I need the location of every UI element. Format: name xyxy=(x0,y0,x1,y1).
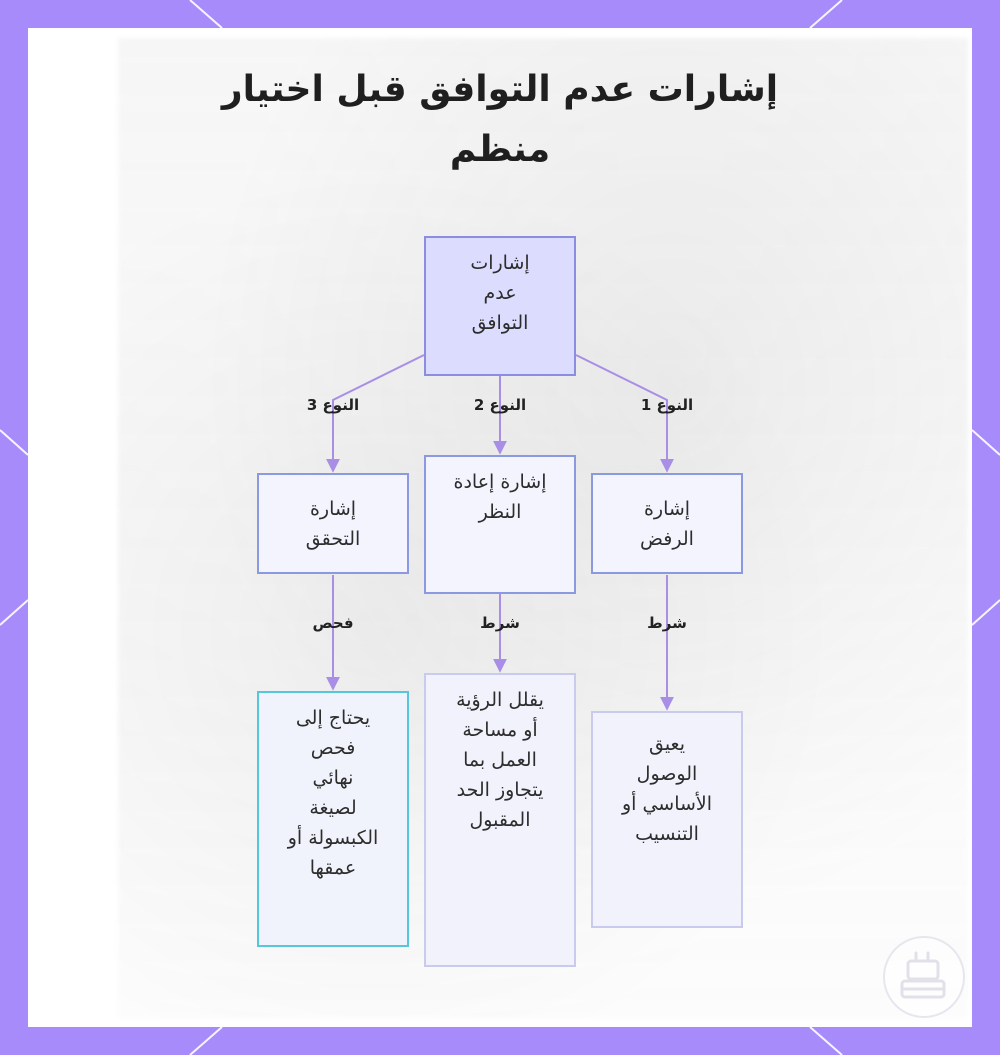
edge-label-type1: النوع 1 xyxy=(641,396,693,414)
robot-icon xyxy=(882,935,966,1019)
leaf-needs-final-check-label: يحتاج إلى فحص نهائي لصيغة الكبسولة أو عم… xyxy=(259,703,407,945)
node-verification-signal-label: إشارة التحقق xyxy=(259,494,407,554)
leaf-needs-final-check: يحتاج إلى فحص نهائي لصيغة الكبسولة أو عم… xyxy=(257,691,409,947)
root-node: إشارات عدم التوافق xyxy=(424,236,576,376)
diagram-title: إشارات عدم التوافق قبل اختيار منظم xyxy=(180,60,820,180)
leaf-blocks-access-label: يعيق الوصول الأساسي أو التنسيب xyxy=(593,729,741,926)
edge-label-type3: النوع 3 xyxy=(307,396,359,414)
node-verification-signal: إشارة التحقق xyxy=(257,473,409,574)
node-reconsider-signal-label: إشارة إعادة النظر xyxy=(426,467,574,592)
edge-label-check-3: فحص xyxy=(312,614,353,632)
root-node-label: إشارات عدم التوافق xyxy=(426,248,574,374)
leaf-blocks-access: يعيق الوصول الأساسي أو التنسيب xyxy=(591,711,743,928)
node-rejection-signal: إشارة الرفض xyxy=(591,473,743,574)
edge-label-type2: النوع 2 xyxy=(474,396,526,414)
leaf-reduces-visibility-label: يقلل الرؤية أو مساحة العمل بما يتجاوز ال… xyxy=(426,685,574,965)
leaf-reduces-visibility: يقلل الرؤية أو مساحة العمل بما يتجاوز ال… xyxy=(424,673,576,967)
edge-label-condition-2: شرط xyxy=(480,614,520,632)
edge-label-condition-1: شرط xyxy=(647,614,687,632)
node-reconsider-signal: إشارة إعادة النظر xyxy=(424,455,576,594)
node-rejection-signal-label: إشارة الرفض xyxy=(593,494,741,554)
